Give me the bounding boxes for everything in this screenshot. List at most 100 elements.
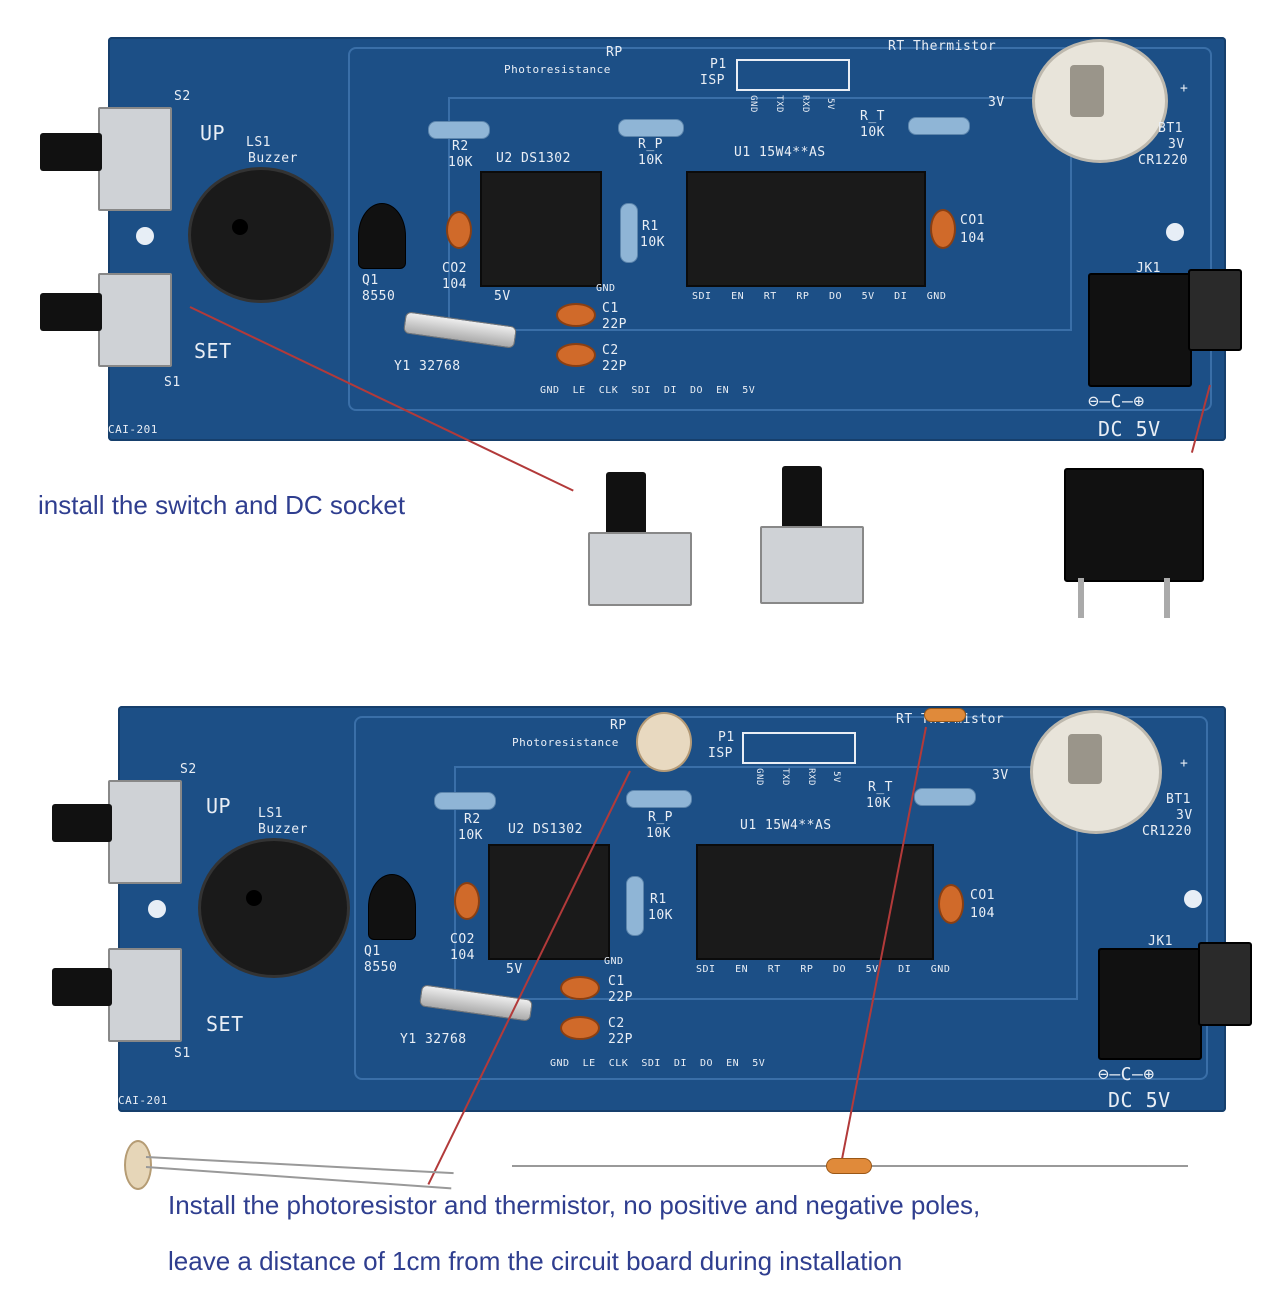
- u1-pin-di: DI: [898, 964, 912, 975]
- label-y1: Y1 32768: [394, 359, 461, 374]
- u1-pin-5v: 5V: [865, 964, 879, 975]
- label-r2-value: 10K: [448, 155, 473, 170]
- label-c2: C2: [602, 343, 619, 358]
- buzzer: [198, 838, 350, 978]
- label-u2-5v: 5V: [506, 962, 523, 977]
- buzzer: [188, 167, 334, 303]
- ic-socket-u1: [696, 844, 934, 960]
- pcb-board-top: S2 UP LS1 Buzzer SET S1 CAI-201 Q1 8550 …: [40, 37, 1242, 441]
- label-r1-value: 10K: [648, 908, 673, 923]
- label-rt-res: R_T: [860, 109, 885, 124]
- label-rp: RP: [606, 45, 623, 60]
- caption-step2-line2: leave a distance of 1cm from the circuit…: [168, 1246, 903, 1276]
- u1-pin-rp: RP: [796, 291, 810, 302]
- header-pin-do: DO: [690, 385, 704, 396]
- label-p1: P1: [718, 730, 735, 745]
- capacitor-c1: [560, 976, 600, 1000]
- ic-socket-u2: [488, 844, 610, 960]
- tact-switch-part: [760, 466, 890, 606]
- label-r2-value: 10K: [458, 828, 483, 843]
- trace: [354, 716, 1208, 1080]
- caption-step2-line1: Install the photoresistor and thermistor…: [168, 1190, 981, 1220]
- trace: [448, 97, 1072, 331]
- trace: [454, 766, 1078, 1000]
- capacitor-c1: [556, 303, 596, 327]
- label-bt1-type: CR1220: [1138, 153, 1188, 168]
- resistor-rp: [618, 119, 684, 137]
- label-ls1: LS1: [246, 135, 271, 150]
- label-rp-res: R_P: [648, 810, 673, 825]
- resistor-r2: [434, 792, 496, 810]
- dc-jack: [1088, 273, 1192, 387]
- u1-pin-labels: SDI EN RT RP DO 5V DI GND: [696, 964, 950, 975]
- label-set: SET: [206, 1012, 244, 1036]
- label-r1: R1: [642, 219, 659, 234]
- board-model: CAI-201: [118, 1094, 168, 1107]
- isp-pin-gnd: GND: [753, 768, 764, 786]
- resistor-rp: [626, 790, 692, 808]
- capacitor-co2: [446, 211, 472, 249]
- label-ls1: LS1: [258, 806, 283, 821]
- label-u2: U2 DS1302: [496, 151, 571, 166]
- label-u1: U1 15W4**AS: [740, 818, 832, 833]
- u1-pin-di: DI: [894, 291, 908, 302]
- isp-pin-rxd: RXD: [799, 95, 810, 113]
- u1-pin-en: EN: [735, 964, 749, 975]
- label-up: UP: [200, 121, 226, 145]
- label-dc-5v: DC 5V: [1108, 1088, 1171, 1112]
- label-bt1-voltage: 3V: [1176, 808, 1193, 823]
- capacitor-co1: [930, 209, 956, 249]
- switch-s2: [108, 780, 182, 884]
- dc-jack-side: [1198, 942, 1252, 1026]
- label-co2: CO2: [442, 261, 467, 276]
- isp-pin-txd: TXD: [779, 768, 790, 786]
- label-jk1: JK1: [1148, 934, 1173, 949]
- label-co1-value: 104: [970, 906, 995, 921]
- caption-step1: install the switch and DC socket: [38, 490, 406, 520]
- label-u2-gnd: GND: [604, 956, 624, 967]
- header-pin-5v: 5V: [752, 1058, 766, 1069]
- ic-socket-u1: [686, 171, 926, 287]
- label-r1-value: 10K: [640, 235, 665, 250]
- label-rp-value: 10K: [638, 153, 663, 168]
- label-buzzer: Buzzer: [248, 151, 298, 166]
- label-p1: P1: [710, 57, 727, 72]
- ic-socket-u2: [480, 171, 602, 287]
- label-rt-res: R_T: [868, 780, 893, 795]
- header-pin-5v: 5V: [742, 385, 756, 396]
- isp-pin-rxd: RXD: [805, 768, 816, 786]
- resistor-r1: [626, 876, 644, 936]
- label-polarity: ⊖—C—⊕: [1098, 1064, 1155, 1085]
- switch-s1: [98, 273, 172, 367]
- tact-switch-part: [588, 472, 718, 612]
- label-rt-value: 10K: [860, 125, 885, 140]
- isp-pin-5v: 5V: [830, 771, 841, 783]
- isp-header: [742, 732, 856, 764]
- label-u2: U2 DS1302: [508, 822, 583, 837]
- label-3v: 3V: [992, 768, 1009, 783]
- transistor-q1: [358, 203, 406, 269]
- label-co1-value: 104: [960, 231, 985, 246]
- label-u2-5v: 5V: [494, 289, 511, 304]
- label-rp: RP: [610, 718, 627, 733]
- u1-pin-do: DO: [828, 291, 842, 302]
- label-rt-thermistor: RT Thermistor: [888, 39, 997, 54]
- label-rp-res: R_P: [638, 137, 663, 152]
- label-q1: Q1: [362, 273, 379, 288]
- label-c1: C1: [602, 301, 619, 316]
- u1-pin-gnd: GND: [930, 964, 951, 975]
- isp-pin-gnd: GND: [747, 95, 758, 113]
- label-q1-value: 8550: [364, 960, 398, 975]
- u1-pin-rt: RT: [763, 291, 777, 302]
- header-pin-di: DI: [673, 1058, 687, 1069]
- dc-jack: [1098, 948, 1202, 1060]
- photoresistor-installed: [636, 712, 692, 772]
- u1-pin-rp: RP: [800, 964, 814, 975]
- photoresistor-part: [124, 1140, 152, 1190]
- mounting-hole: [1184, 890, 1202, 908]
- label-co1: CO1: [960, 213, 985, 228]
- buzzer-hole: [232, 219, 248, 235]
- header-pin-gnd: GND: [540, 385, 560, 396]
- battery-clip: [1068, 734, 1102, 784]
- label-r2: R2: [452, 139, 469, 154]
